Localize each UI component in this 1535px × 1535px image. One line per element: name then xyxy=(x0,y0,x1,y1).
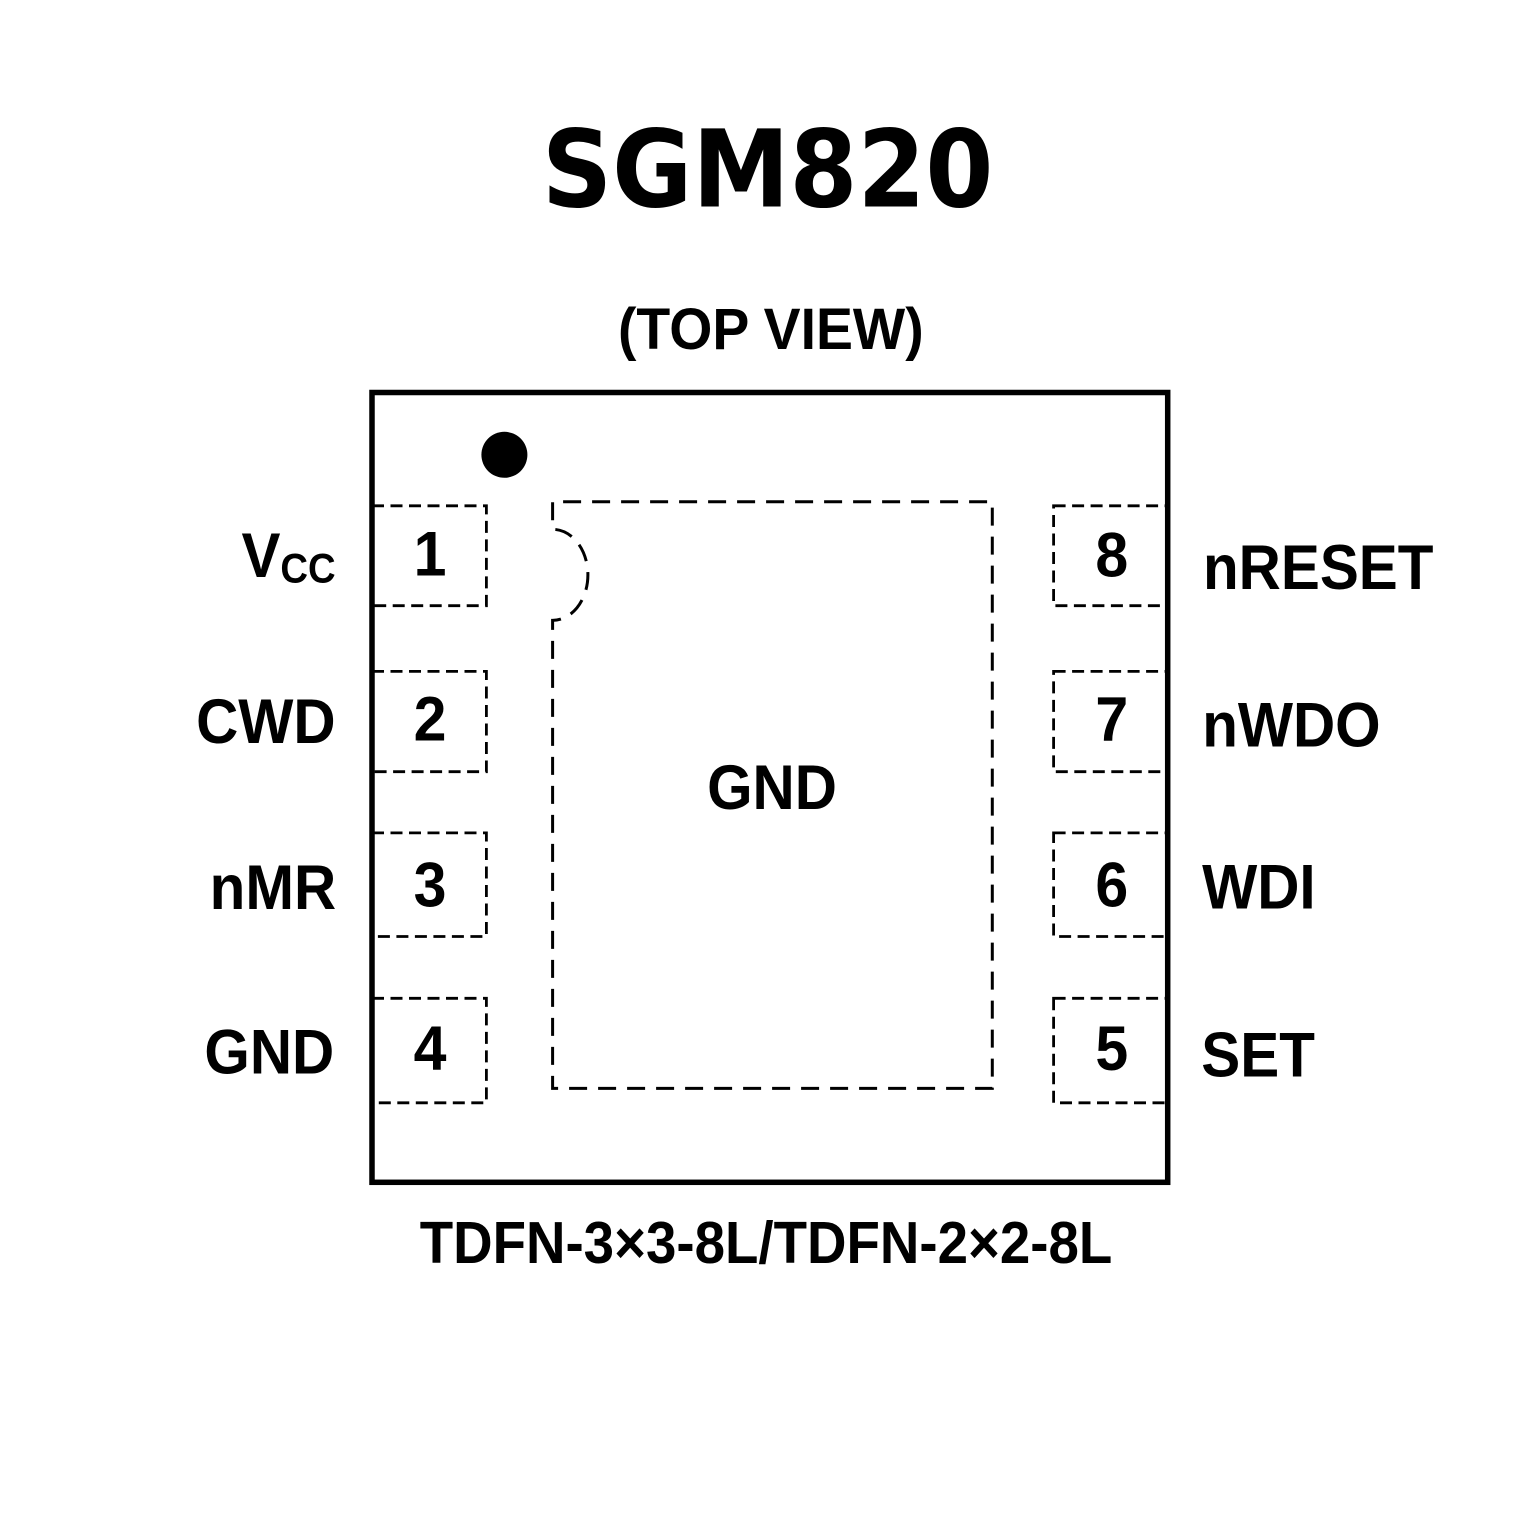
pin-number-3: 3 xyxy=(414,848,447,919)
pin-box-6 xyxy=(1052,831,1170,938)
exposed-pad-outline xyxy=(551,500,994,1090)
pin-label-set: SET xyxy=(1201,1019,1315,1090)
pin-box-7 xyxy=(1052,670,1170,774)
pin-box-3 xyxy=(370,831,488,938)
package-caption: TDFN-3×3-8L/TDFN-2×2-8L xyxy=(420,1210,1113,1277)
pin-label-gnd: GND xyxy=(204,1016,334,1087)
center-pad-label: GND xyxy=(707,752,837,823)
view-label: (TOP VIEW) xyxy=(618,298,924,362)
pin-box-2 xyxy=(370,670,488,774)
pin1-indicator-dot xyxy=(481,431,528,478)
pin-label-nwdo: nWDO xyxy=(1202,689,1380,760)
pin-number-1: 1 xyxy=(414,518,447,589)
pin-number-7: 7 xyxy=(1095,683,1128,754)
pin-label-wdi: WDI xyxy=(1202,851,1316,922)
pin-box-8 xyxy=(1052,504,1170,608)
pin-box-4 xyxy=(370,996,488,1105)
package-outline xyxy=(369,389,1171,1186)
pin-label-nreset: nRESET xyxy=(1203,532,1433,603)
pin-number-6: 6 xyxy=(1095,848,1128,919)
pin-label-nmr: nMR xyxy=(210,852,337,923)
part-number-title: SGM820 xyxy=(542,108,994,232)
vcc-subscript-text: CC xyxy=(280,546,335,592)
vcc-main-text: V xyxy=(241,520,280,591)
pin-label-cwd: CWD xyxy=(196,686,335,757)
pin-number-5: 5 xyxy=(1095,1012,1128,1083)
pin-number-4: 4 xyxy=(414,1012,447,1083)
pin-box-5 xyxy=(1052,996,1170,1105)
pin-label-vcc: VCC xyxy=(241,520,335,592)
pin-box-1 xyxy=(370,504,488,608)
pin-number-2: 2 xyxy=(414,683,447,754)
pin-number-8: 8 xyxy=(1095,519,1128,590)
